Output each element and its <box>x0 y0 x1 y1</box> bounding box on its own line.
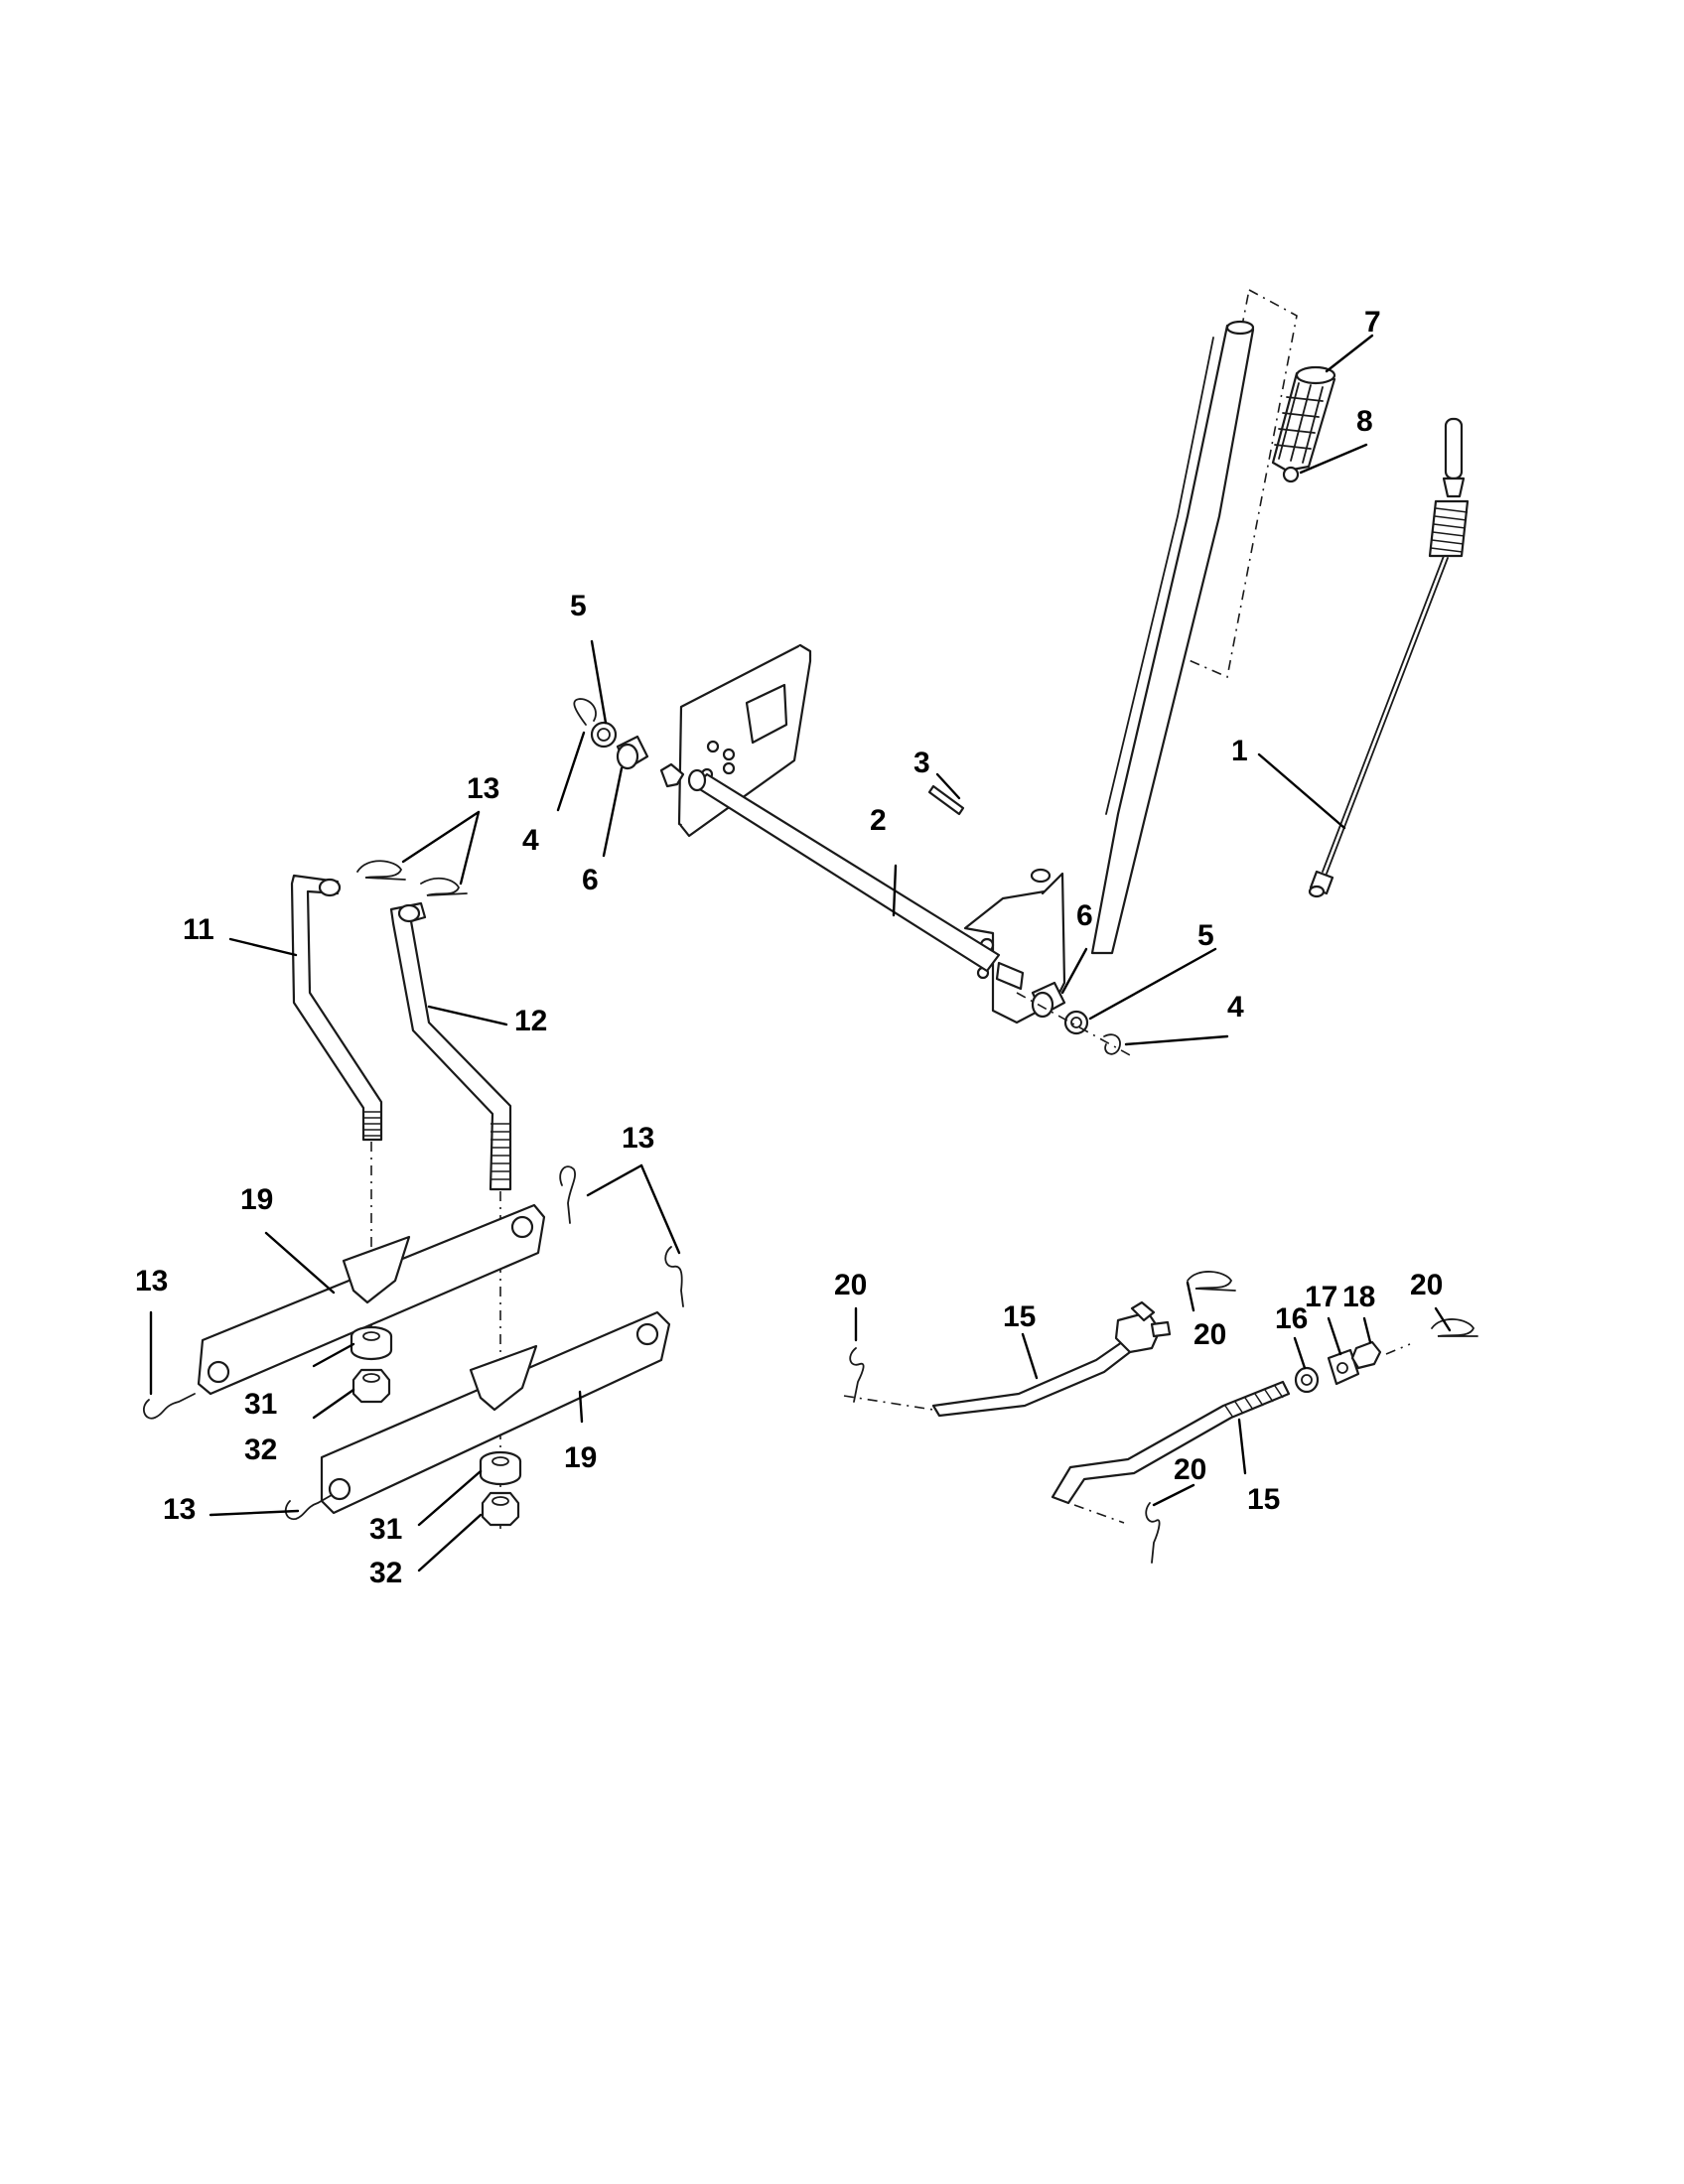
lift-lever <box>1090 320 1255 955</box>
callout-6b: 6 <box>1076 899 1093 932</box>
adjuster-hardware <box>1294 1340 1411 1394</box>
callout-4b: 4 <box>1227 991 1244 1024</box>
callout-17: 17 <box>1305 1281 1337 1313</box>
callout-4a: 4 <box>522 824 539 857</box>
callout-15b: 15 <box>1247 1483 1280 1516</box>
callout-15a: 15 <box>1003 1300 1036 1333</box>
leader-lines <box>149 334 1452 1572</box>
callout-19a: 19 <box>240 1183 273 1216</box>
rod-15-upper <box>843 1300 1172 1418</box>
hardware-right <box>1016 981 1133 1057</box>
callout-5b: 5 <box>1197 919 1214 952</box>
callout-19b: 19 <box>564 1441 597 1474</box>
callout-labels: 1 2 3 4 5 6 7 8 6 5 4 11 12 13 13 13 13 … <box>135 306 1443 1589</box>
lift-link-12 <box>389 901 512 1191</box>
callout-3: 3 <box>913 747 930 779</box>
callout-20c: 20 <box>1410 1269 1443 1301</box>
callout-32a: 32 <box>244 1433 277 1466</box>
spacers-and-nuts <box>350 1325 522 1527</box>
callout-5a: 5 <box>570 590 587 622</box>
lift-link-11 <box>290 874 383 1142</box>
cross-shaft <box>659 762 1025 991</box>
callout-11: 11 <box>183 913 214 946</box>
link-arm-19-upper <box>197 1203 546 1396</box>
hardware-left <box>573 698 649 770</box>
callout-20a: 20 <box>834 1269 867 1301</box>
callout-16: 16 <box>1275 1302 1308 1335</box>
link-arm-19-lower <box>320 1310 671 1515</box>
callout-2: 2 <box>870 804 887 837</box>
callout-1: 1 <box>1231 735 1248 767</box>
callout-13d: 13 <box>163 1493 196 1526</box>
callout-13c: 13 <box>135 1265 168 1297</box>
callout-13a: 13 <box>467 772 499 805</box>
callout-13b: 13 <box>622 1122 654 1155</box>
hairpin-clips-13 <box>142 860 684 1521</box>
pin <box>927 784 965 816</box>
handle-grip <box>1271 365 1336 483</box>
lift-cable <box>1308 417 1470 898</box>
callout-12: 12 <box>514 1005 547 1037</box>
rod-15-lower <box>1051 1380 1291 1524</box>
callout-18: 18 <box>1342 1281 1375 1313</box>
callout-8: 8 <box>1356 405 1373 438</box>
callout-7: 7 <box>1364 306 1381 339</box>
callout-31b: 31 <box>369 1513 402 1546</box>
callout-31a: 31 <box>244 1388 277 1421</box>
callout-20b: 20 <box>1193 1318 1226 1351</box>
hairpin-clips-20 <box>849 1271 1478 1564</box>
callout-20d: 20 <box>1174 1453 1206 1486</box>
callout-6a: 6 <box>582 864 599 896</box>
callout-32b: 32 <box>369 1557 402 1589</box>
